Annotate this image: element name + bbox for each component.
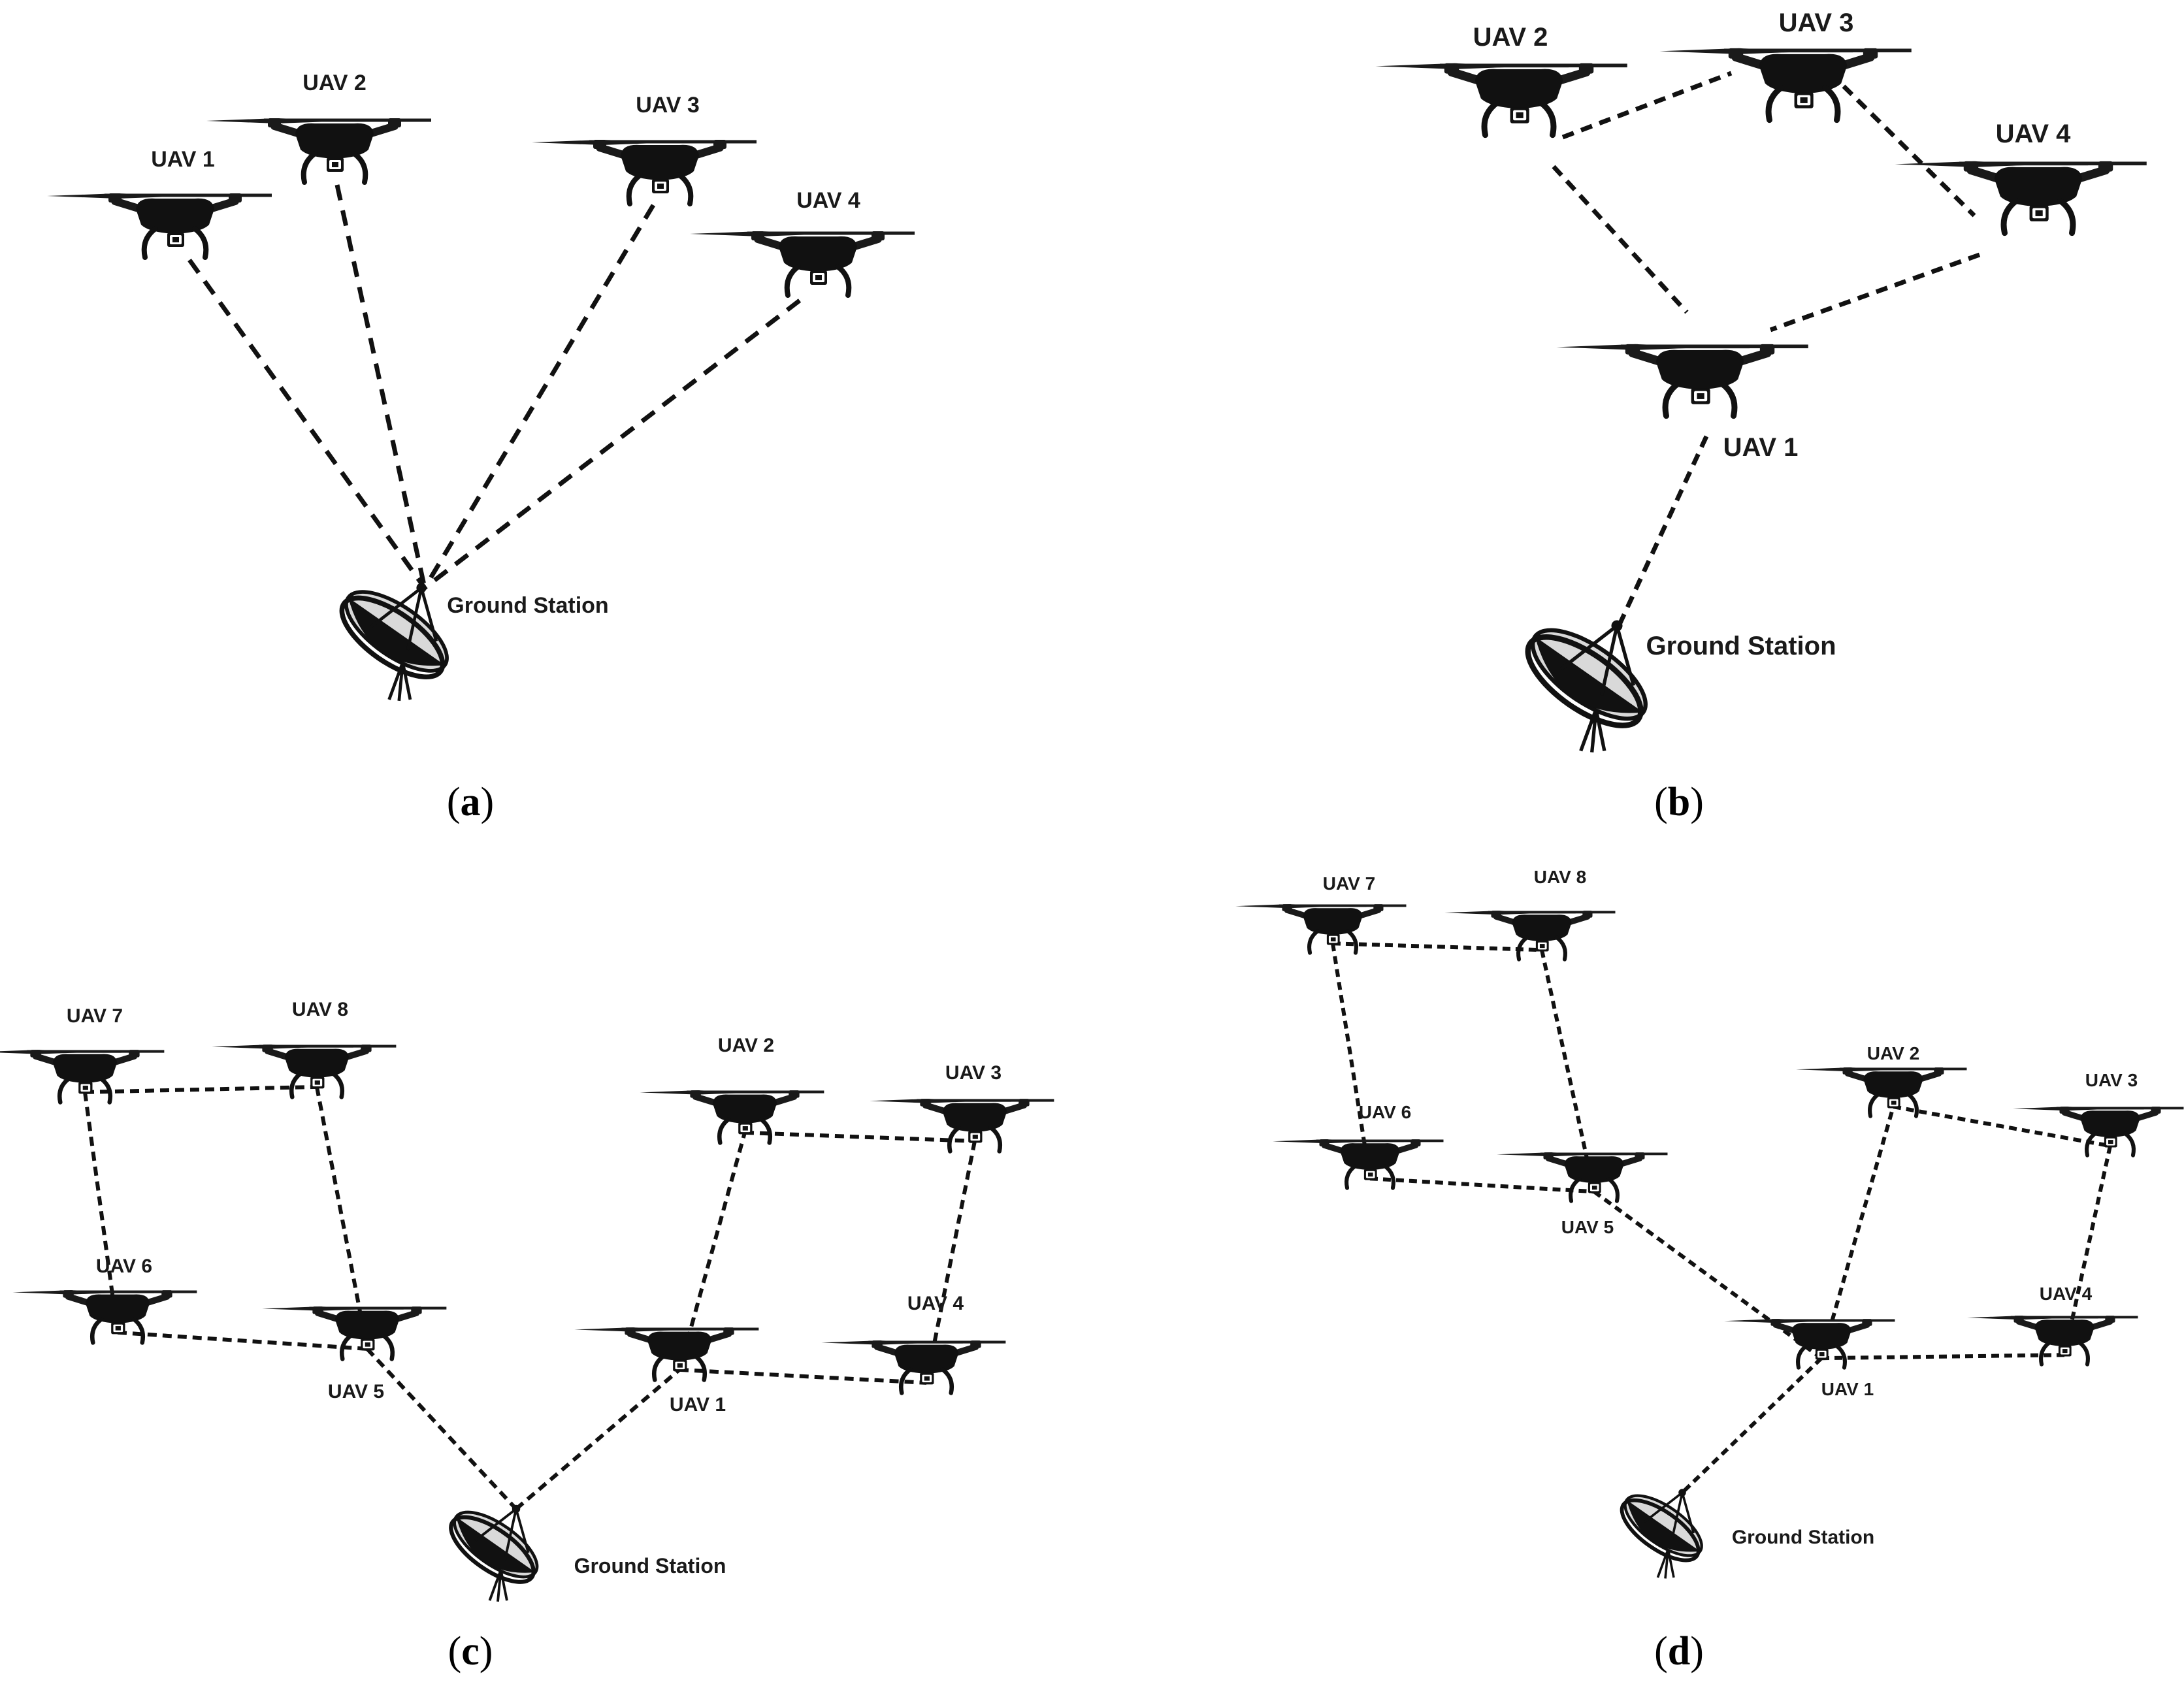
link-u8-u5 [1540, 949, 1596, 1192]
drone-icon-u4 [821, 1340, 1005, 1393]
link-u1-gs [187, 258, 427, 590]
uav-label-u1: UAV 1 [1723, 433, 1799, 462]
drone-icon-u3 [870, 1099, 1054, 1151]
link-u4-gs [423, 299, 802, 590]
panel-caption-b: (b) [1654, 780, 1704, 824]
link-u5-u1 [1593, 1190, 1823, 1360]
uav-label-u8: UAV 8 [292, 999, 348, 1020]
uav-label-u1: UAV 1 [151, 147, 215, 172]
link-u2-gs [334, 184, 427, 589]
ground-station-dish-icon [441, 1500, 547, 1602]
link-u3-u4 [2062, 1145, 2112, 1355]
link-u1-u2 [1819, 1106, 1895, 1359]
drone-icon-u2 [1375, 63, 1627, 135]
panel-caption-d: (d) [1654, 1629, 1704, 1674]
uav-label-u1: UAV 1 [670, 1394, 726, 1416]
uav-label-u3: UAV 3 [1779, 8, 1854, 37]
ground-station-dish-icon [330, 577, 459, 701]
uav-label-u6: UAV 6 [96, 1256, 152, 1277]
uav-label-u5: UAV 5 [1561, 1217, 1614, 1237]
uav-label-u4: UAV 4 [796, 188, 860, 213]
drone-icon-u1 [47, 193, 272, 257]
uav-label-u2: UAV 2 [302, 71, 367, 95]
uav-label-u2: UAV 2 [1473, 23, 1548, 52]
panel-caption-letter: d [1668, 1629, 1690, 1674]
link-u7-u8 [84, 1084, 318, 1094]
drone-icon-u1 [1724, 1319, 1895, 1367]
drone-icon-u6 [1273, 1139, 1443, 1188]
drone-icon-u8 [1444, 911, 1615, 959]
link-u6-u5 [117, 1330, 368, 1351]
panel-caption-a: (a) [447, 780, 494, 824]
panel-caption-letter: a [461, 780, 481, 824]
panel-caption-letter: b [1668, 780, 1690, 824]
link-u2-u3 [744, 1130, 975, 1143]
ground-station-dish-icon [1514, 614, 1659, 753]
link-u4-u1 [1769, 252, 1981, 332]
ground-station-label: Ground Station [1732, 1527, 1874, 1548]
uav-label-u7: UAV 7 [1323, 873, 1375, 894]
link-u3-gs [422, 204, 656, 589]
ground-station-dish-icon [1612, 1485, 1710, 1579]
link-gs-u1 [515, 1368, 681, 1511]
panel-caption-letter: c [461, 1629, 480, 1674]
uav-label-u6: UAV 6 [1359, 1102, 1411, 1122]
uav-label-u8: UAV 8 [1534, 867, 1586, 887]
drone-icon-u1 [1556, 344, 1808, 416]
uav-label-u5: UAV 5 [328, 1381, 384, 1402]
link-u1-gs [1616, 435, 1709, 627]
link-u5-gs [365, 1347, 518, 1511]
link-u2-u1 [1552, 165, 1689, 314]
link-u3-u4 [924, 1141, 977, 1384]
uav-label-u3: UAV 3 [636, 93, 700, 118]
uav-label-u2: UAV 2 [1867, 1043, 1919, 1063]
link-u1-gs [1680, 1357, 1823, 1495]
drone-icon-u7 [0, 1050, 164, 1102]
link-u7-u6 [1331, 943, 1372, 1179]
link-u1-u4 [1821, 1353, 2065, 1361]
uav-label-u4: UAV 4 [907, 1293, 964, 1314]
drone-icon-u2 [1796, 1067, 1966, 1116]
uav-label-u2: UAV 2 [718, 1035, 774, 1056]
link-u2-u3 [1893, 1105, 2111, 1148]
panel-d: UAV 1 UAV 2 UAV 3 UAV 4 UAV 5 UAV 6 UAV 7 UAV 8… [1235, 867, 2183, 1674]
panel-c: UAV 1 UAV 2 UAV 3 UAV 4 UAV 5 UAV 6 UAV 7 UAV 8… [0, 999, 1054, 1674]
uav-label-u7: UAV 7 [67, 1005, 123, 1027]
uav-label-u4: UAV 4 [1996, 120, 2072, 148]
drone-icon-u5 [262, 1306, 446, 1359]
link-u3-u4 [1842, 84, 1976, 218]
ground-station-label: Ground Station [1646, 632, 1836, 660]
drone-icon-u2 [206, 118, 431, 182]
panel-b: UAV 1 UAV 2 UAV 3 UAV 4 Ground Station (b) [1375, 8, 2146, 824]
panel-caption-c: (c) [448, 1629, 493, 1674]
link-u2-u3 [1561, 71, 1733, 140]
ground-station-label: Ground Station [574, 1554, 726, 1578]
drone-icon-u7 [1235, 904, 1406, 952]
uav-label-u3: UAV 3 [945, 1062, 1002, 1084]
link-u1-u2 [677, 1132, 747, 1370]
uav-label-u4: UAV 4 [2040, 1284, 2093, 1304]
panel-a: UAV 1 UAV 2 UAV 3 UAV 4 Ground Station (a) [47, 71, 915, 824]
drone-icon-u5 [1497, 1152, 1667, 1201]
link-u7-u8 [1332, 941, 1542, 952]
drone-icon-u4 [690, 231, 915, 295]
uav-label-u3: UAV 3 [2085, 1070, 2138, 1090]
uav-label-u1: UAV 1 [1821, 1379, 1874, 1399]
link-u1-u4 [679, 1367, 927, 1385]
link-u6-u5 [1369, 1176, 1595, 1194]
ground-station-label: Ground Station [447, 593, 608, 618]
drone-icon-u3 [532, 140, 757, 204]
